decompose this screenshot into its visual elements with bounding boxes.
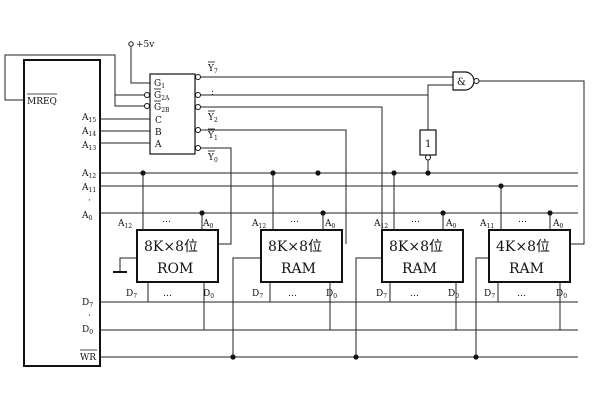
chip-ram-2-data-hi: D7 bbox=[376, 289, 387, 300]
chip-rom-addr-hi: A12 bbox=[117, 219, 132, 230]
chip-ram-3-addr-lo: A0 bbox=[552, 219, 564, 230]
and-gate-symbol: & bbox=[457, 77, 466, 88]
g2a-bubble bbox=[144, 92, 150, 98]
svg-text:A11: A11 bbox=[81, 183, 96, 194]
cpu-pin-a13: A13 bbox=[81, 141, 96, 152]
svg-text:D7: D7 bbox=[82, 298, 93, 309]
chip-rom-size: 8K×8位 bbox=[144, 239, 198, 255]
and-output-wire bbox=[479, 80, 585, 245]
vcc-terminal bbox=[128, 41, 134, 47]
cpu-addr-dot: · bbox=[88, 196, 91, 206]
chip-ram-1-addr-ellipsis: … bbox=[290, 215, 299, 225]
chip-ram-3-data-lo: D0 bbox=[556, 289, 567, 300]
decoder-pin-b: B bbox=[155, 128, 162, 138]
svg-text:A14: A14 bbox=[81, 127, 96, 138]
y3-bubble bbox=[195, 92, 201, 98]
y3-wire bbox=[200, 94, 429, 130]
chip-ram-3-size: 4K×8位 bbox=[496, 239, 550, 255]
cpu-pin-d0: D0 bbox=[82, 325, 93, 336]
svg-text:G1: G1 bbox=[154, 79, 165, 90]
svg-text:A12: A12 bbox=[81, 169, 96, 180]
cpu-pin-a15: A15 bbox=[81, 113, 96, 124]
y2-bubble bbox=[195, 104, 201, 110]
chip-ram-1-size: 8K×8位 bbox=[268, 239, 322, 255]
cpu-pin-a14: A14 bbox=[81, 127, 96, 138]
wr-label: WR bbox=[80, 353, 96, 363]
y7-bubble bbox=[195, 74, 201, 80]
chip-rom-addr-lo: A0 bbox=[202, 219, 214, 230]
svg-text:A15: A15 bbox=[81, 113, 96, 124]
chip-ram-3-type: RAM bbox=[509, 261, 544, 277]
chip-ram-3-addr-hi: A11 bbox=[479, 219, 494, 230]
decoder-pin-g2b: G2B bbox=[154, 100, 170, 114]
chip-ram-2-addr-ellipsis: … bbox=[411, 215, 420, 225]
y0-wire bbox=[200, 147, 232, 245]
and-output-bubble bbox=[473, 78, 480, 84]
g2b-bubble bbox=[144, 103, 150, 109]
chip-rom-data-lo: D0 bbox=[203, 289, 214, 300]
not-output-bubble bbox=[425, 154, 431, 161]
chip-ram-2-size: 8K×8位 bbox=[389, 239, 443, 255]
y1-bubble bbox=[195, 127, 201, 133]
chip-ram-3-data-ellipsis: … bbox=[517, 289, 526, 299]
mreq-label: MREQ bbox=[27, 97, 57, 107]
decoder-out-y1: Y1 bbox=[207, 128, 218, 142]
svg-text:A0: A0 bbox=[81, 211, 93, 222]
vcc-wire bbox=[130, 47, 150, 84]
chip-rom-data-ellipsis: … bbox=[163, 289, 172, 299]
decoder-out-y2: Y2 bbox=[207, 110, 218, 124]
cpu-pin-a11: A11 bbox=[81, 183, 96, 194]
chip-ram-1-data-lo: D0 bbox=[326, 289, 337, 300]
chip-ram-2-addr-hi: A12 bbox=[373, 219, 388, 230]
vcc-label: +5v bbox=[136, 40, 155, 50]
decoder-pin-g2a: G2A bbox=[154, 88, 170, 102]
decoder-out-y7: Y7 bbox=[207, 61, 218, 75]
chip-rom-data-hi: D7 bbox=[126, 289, 137, 300]
and-input-2-wire bbox=[427, 84, 453, 95]
decoder-pin-g1: G1 bbox=[154, 79, 165, 90]
cpu-block bbox=[23, 59, 101, 367]
not-gate-symbol: 1 bbox=[425, 139, 431, 150]
chip-ram-2: 8K×8位 RAM A12 … A0 D7 … D0 bbox=[355, 173, 464, 357]
cpu-pin-a0: A0 bbox=[81, 211, 93, 222]
svg-text:Y1: Y1 bbox=[207, 131, 218, 142]
chip-ram-3-addr-ellipsis: … bbox=[518, 215, 527, 225]
chip-rom-type: ROM bbox=[157, 261, 193, 277]
chip-ram-3: 4K×8位 RAM A11 … A0 D7 … D0 bbox=[475, 186, 571, 357]
chip-ram-1: 8K×8位 RAM A12 … A0 D7 … D0 bbox=[232, 173, 343, 357]
decoder-block bbox=[149, 73, 196, 155]
chip-ram-2-type: RAM bbox=[402, 261, 437, 277]
decoder-out-y0: Y0 bbox=[207, 150, 218, 164]
svg-text:D0: D0 bbox=[82, 325, 93, 336]
chip-ram-2-addr-lo: A0 bbox=[445, 219, 457, 230]
chip-ram-1-type: RAM bbox=[281, 261, 316, 277]
decoder-pin-a: A bbox=[154, 140, 162, 150]
chip-ram-1-addr-hi: A12 bbox=[251, 219, 266, 230]
svg-text:Y2: Y2 bbox=[207, 113, 218, 124]
chip-ram-2-data-ellipsis: … bbox=[410, 289, 419, 299]
chip-rom-addr-ellipsis: … bbox=[162, 215, 171, 225]
svg-text:Y0: Y0 bbox=[207, 153, 218, 164]
cpu-data-dot: · bbox=[88, 311, 91, 321]
cpu-pin-d7: D7 bbox=[82, 298, 93, 309]
chip-ram-1-data-ellipsis: … bbox=[288, 289, 297, 299]
y0-bubble bbox=[195, 145, 201, 151]
chip-ram-3-data-hi: D7 bbox=[484, 289, 495, 300]
svg-text:A13: A13 bbox=[81, 141, 96, 152]
svg-text:Y7: Y7 bbox=[207, 64, 218, 75]
chip-rom: 8K×8位 ROM A12 … A0 D7 … D0 bbox=[113, 173, 219, 330]
y2-wire bbox=[200, 106, 383, 244]
chip-ram-1-data-hi: D7 bbox=[252, 289, 263, 300]
cpu-pin-a12: A12 bbox=[81, 169, 96, 180]
svg-text:G2A: G2A bbox=[154, 91, 170, 102]
decoder-pin-c: C bbox=[155, 116, 162, 126]
chip-ram-2-data-lo: D0 bbox=[448, 289, 459, 300]
chip-ram-1-addr-lo: A0 bbox=[324, 219, 336, 230]
y1-wire bbox=[200, 129, 347, 244]
decoder-out-dots: : bbox=[211, 88, 214, 98]
mreq-feedback-wire bbox=[4, 54, 150, 107]
svg-text:G2B: G2B bbox=[154, 103, 170, 114]
